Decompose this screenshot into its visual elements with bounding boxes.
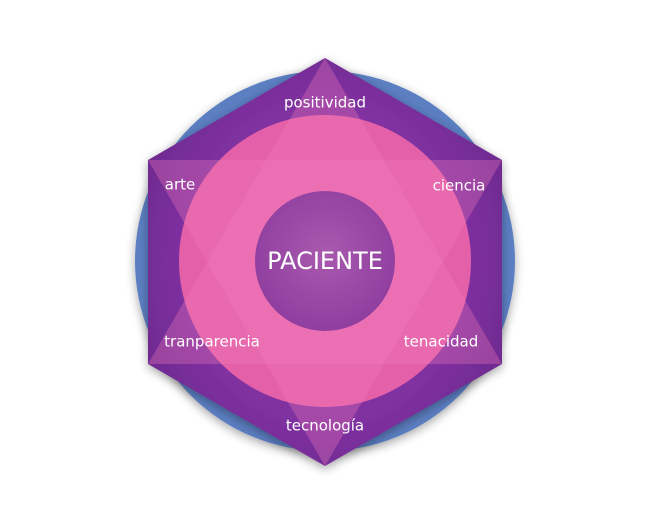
value-label-top: positividad (284, 94, 366, 112)
value-label-upper-left: arte (165, 176, 195, 194)
center-label: PACIENTE (267, 247, 383, 275)
value-label-upper-right: ciencia (433, 177, 486, 195)
value-label-bottom: tecnología (286, 417, 364, 435)
center-circle (255, 191, 395, 331)
value-label-lower-right: tenacidad (404, 333, 478, 351)
value-label-lower-left: tranparencia (164, 333, 260, 351)
